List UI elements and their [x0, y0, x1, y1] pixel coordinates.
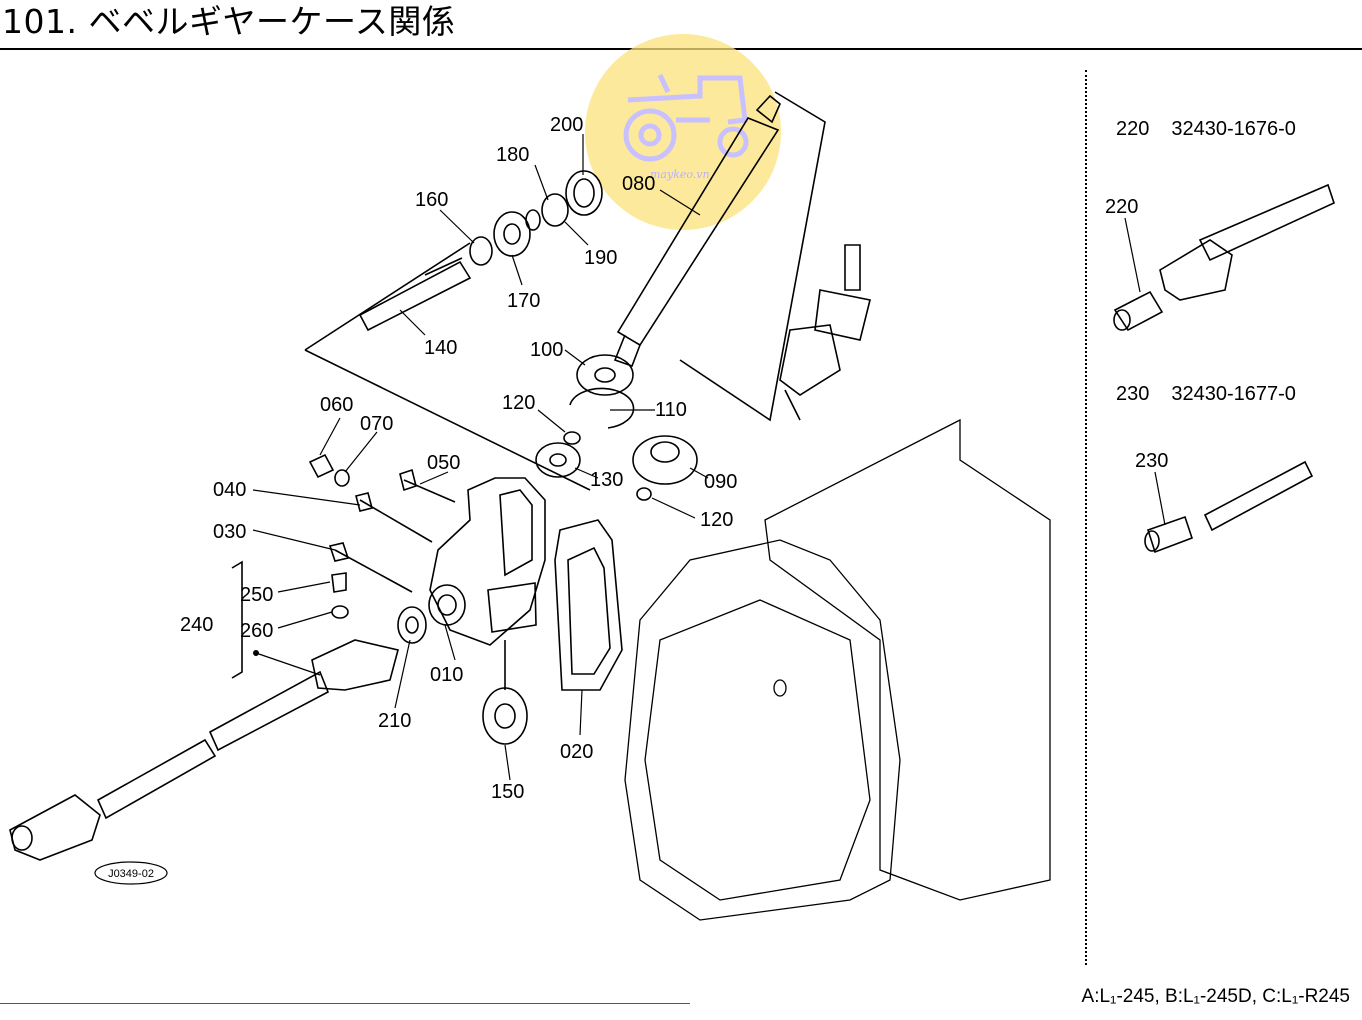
callout-110: 110	[655, 399, 687, 421]
callout-230: 230	[1135, 450, 1168, 472]
propeller-shaft-240	[9, 639, 399, 861]
bracket-line	[304, 349, 591, 491]
washer-120	[563, 431, 581, 445]
side-part-230-label: 230 32430-1677-0	[1116, 383, 1296, 406]
gasket-020	[554, 519, 623, 691]
bearing-170	[493, 211, 531, 257]
bearing-200	[565, 170, 603, 216]
bracket-240	[231, 560, 243, 679]
callout-150: 150	[491, 781, 524, 803]
watermark-text: maykeo.vn	[650, 168, 710, 181]
washer-260	[331, 605, 349, 619]
callout-130: 130	[590, 469, 623, 491]
callout-140: 140	[424, 337, 457, 359]
callout-220: 220	[1105, 196, 1138, 218]
tractor-icon	[623, 73, 749, 162]
callout-240: 240	[180, 614, 213, 636]
callout-040: 040	[213, 479, 246, 501]
bevel-case-010	[428, 477, 546, 646]
callout-200: 200	[550, 114, 583, 136]
side-part-ref: 220	[1116, 118, 1150, 140]
bolt-250	[331, 572, 347, 593]
shaft-080	[613, 94, 781, 368]
callout-060: 060	[320, 394, 353, 416]
callout-080: 080	[622, 173, 655, 195]
plug-060	[308, 453, 335, 479]
linework	[9, 91, 1335, 921]
side-part-number: 32430-1676-0	[1171, 118, 1296, 140]
washer-180	[525, 209, 541, 231]
callout-010: 010	[430, 664, 463, 686]
collar-160	[469, 236, 493, 266]
seal-210	[397, 606, 427, 644]
model-footer: A:L₁-245, B:L₁-245D, C:L₁-R245	[1081, 986, 1350, 1007]
gear-090	[632, 435, 698, 485]
figure-code: J0349-02	[108, 868, 154, 880]
callout-090: 090	[704, 471, 737, 493]
shaft-140	[358, 257, 472, 332]
washer-070	[334, 469, 350, 487]
bracket-line	[679, 91, 826, 422]
watermark-circle	[585, 34, 781, 230]
universal-joint-top	[779, 244, 871, 421]
callout-190: 190	[584, 247, 617, 269]
figure-code-badge: J0349-02	[94, 861, 168, 885]
callout-180: 180	[496, 144, 529, 166]
page-title: 101. ベベルギヤーケース関係	[2, 2, 456, 41]
callout-250: 250	[240, 584, 273, 606]
callout-260: 260	[240, 620, 273, 642]
callout-120-lower: 120	[700, 509, 733, 531]
transmission-housing	[624, 418, 1051, 921]
side-part-ref: 230	[1116, 383, 1150, 405]
bracket-line	[304, 242, 471, 351]
callout-labels: 200 180 160 190 170 140 080 100 120 110 …	[180, 114, 1168, 803]
callout-100: 100	[530, 339, 563, 361]
callout-020: 020	[560, 741, 593, 763]
gear-150	[482, 640, 528, 745]
bearing-100	[576, 354, 634, 396]
bolt-030	[328, 542, 413, 593]
snap-ring-110	[569, 387, 635, 429]
leader-dot	[253, 650, 259, 656]
snap-ring-190	[541, 193, 569, 227]
callout-030: 030	[213, 521, 246, 543]
callout-210: 210	[378, 710, 411, 732]
callout-170: 170	[507, 290, 540, 312]
leader-lines	[252, 134, 1166, 781]
callout-120-upper: 120	[502, 392, 535, 414]
section-divider	[1085, 70, 1087, 965]
side-part-230-drawing	[1144, 460, 1314, 554]
clip-120	[636, 487, 652, 501]
side-part-number: 32430-1677-0	[1171, 383, 1296, 405]
bottom-rule	[0, 1003, 690, 1004]
callout-160: 160	[415, 189, 448, 211]
watermark: maykeo.vn	[585, 34, 781, 230]
callout-050: 050	[427, 452, 460, 474]
bolt-050	[399, 468, 456, 503]
bolt-040	[355, 492, 433, 543]
side-part-220-label: 220 32430-1676-0	[1116, 118, 1296, 141]
bearing-130	[535, 442, 581, 478]
side-part-220-drawing	[1113, 183, 1335, 332]
callout-070: 070	[360, 413, 393, 435]
